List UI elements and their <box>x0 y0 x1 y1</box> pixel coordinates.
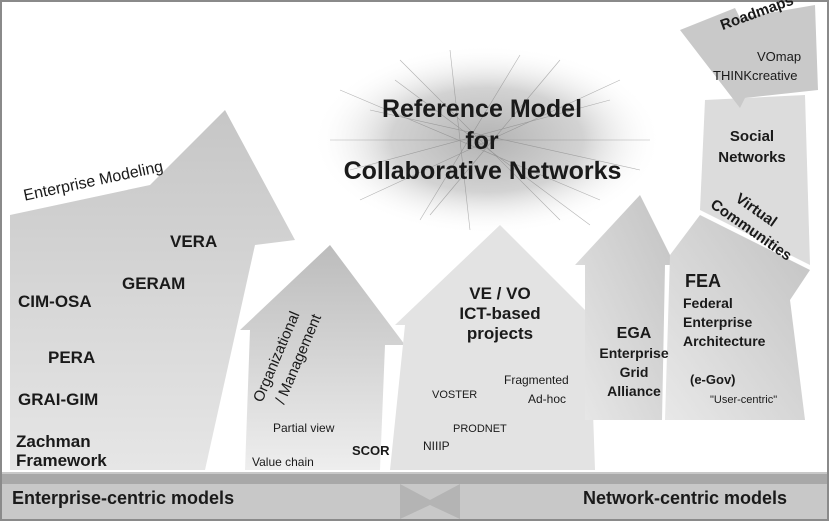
roadmaps-thinkcreative: THINKcreative <box>713 68 798 83</box>
fea-line-1: FEA <box>685 271 721 291</box>
ega-arrow <box>575 195 675 420</box>
vevo-heading-2: ICT-based <box>459 304 541 323</box>
enterprise-item-pera: PERA <box>48 348 96 367</box>
egov-label: (e-Gov) <box>690 372 736 387</box>
roadmaps-vomap: VOmap <box>757 49 802 64</box>
enterprise-item-grai-gim: GRAI-GIM <box>18 390 99 409</box>
organizational-arrow <box>240 245 405 470</box>
partial-view-label: Partial view <box>273 421 335 435</box>
enterprise-item-cim-osa: CIM-OSA <box>18 292 92 311</box>
fea-arrow <box>665 215 810 420</box>
footer-right-label: Network-centric models <box>583 488 788 508</box>
prodnet-label: PRODNET <box>453 423 507 435</box>
ega-line-4: Alliance <box>607 383 661 399</box>
user-centric-label: "User-centric" <box>710 394 778 406</box>
vevo-heading-3: projects <box>466 324 534 343</box>
social-line-1: Social <box>729 128 775 145</box>
vevo-shape <box>390 225 600 470</box>
enterprise-item-framework: Framework <box>16 451 107 470</box>
voster-label: VOSTER <box>432 389 478 401</box>
scor-label: SCOR <box>352 443 390 458</box>
social-line-2: Networks <box>718 149 786 166</box>
title-line-3: Collaborative Networks <box>343 157 622 185</box>
enterprise-item-zachman: Zachman <box>16 432 91 451</box>
title-line-2: for <box>465 127 499 155</box>
enterprise-item-geram: GERAM <box>122 274 186 293</box>
bottom-band-stripe <box>2 474 827 484</box>
enterprise-item-vera: VERA <box>170 232 218 251</box>
footer-left-label: Enterprise-centric models <box>12 488 235 508</box>
bottom-band-notch <box>400 484 460 519</box>
adhoc-label: Ad-hoc <box>528 392 567 406</box>
social-networks-shape <box>700 95 810 265</box>
fragmented-label: Fragmented <box>504 373 569 387</box>
fea-line-4: Architecture <box>683 333 766 349</box>
fea-line-2: Federal <box>683 295 733 311</box>
value-chain-label: Value chain <box>252 455 314 469</box>
title-line-1: Reference Model <box>381 95 583 123</box>
niiip-label: NIIIP <box>423 439 450 453</box>
ega-line-3: Grid <box>619 364 649 380</box>
ega-line-2: Enterprise <box>599 345 669 361</box>
ega-line-1: EGA <box>616 325 652 342</box>
roadmaps-arrow <box>680 5 818 108</box>
network-lines <box>330 49 650 231</box>
enterprise-modeling-arrow <box>10 110 295 470</box>
fea-line-3: Enterprise <box>683 314 753 330</box>
vevo-heading-1: VE / VO <box>469 284 531 303</box>
